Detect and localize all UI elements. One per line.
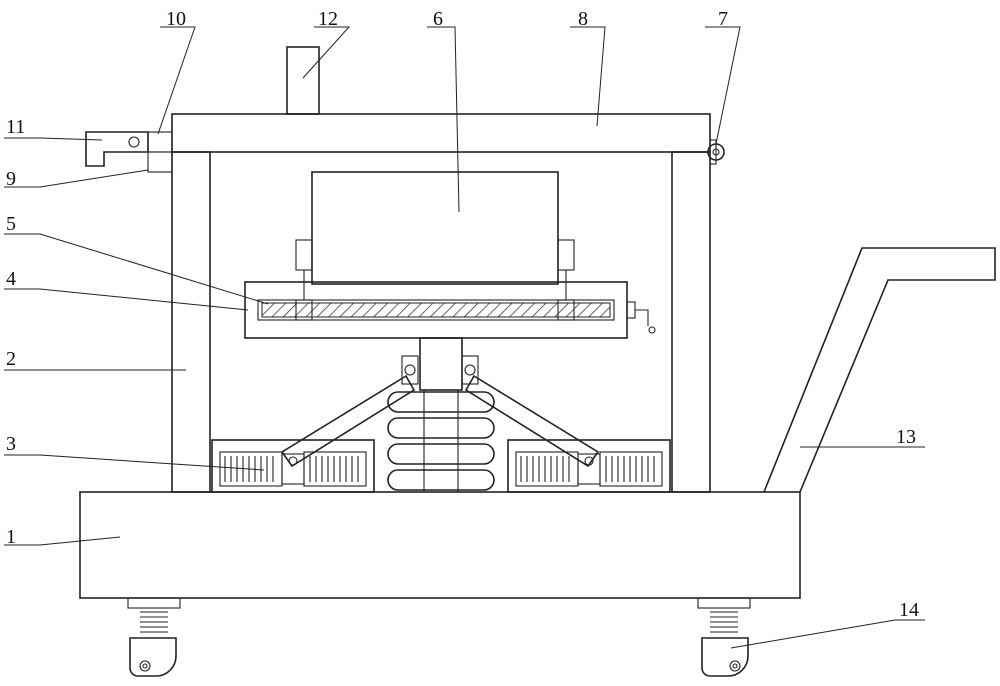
label-8: 8 — [578, 8, 588, 30]
latch-assembly — [85, 131, 173, 173]
leader-lines — [4, 26, 925, 649]
label-3: 3 — [6, 433, 16, 455]
tray — [244, 281, 628, 339]
caster-wheel-right — [697, 597, 751, 677]
label-11: 11 — [6, 116, 25, 138]
top-beam — [171, 113, 711, 153]
base-platform — [79, 491, 801, 599]
label-12: 12 — [318, 8, 338, 30]
frame-uprights — [171, 151, 711, 493]
label-14: 14 — [899, 599, 919, 621]
label-6: 6 — [433, 8, 443, 30]
push-handle — [763, 247, 996, 493]
label-13: 13 — [896, 426, 916, 448]
crank-handle — [626, 301, 656, 334]
linkage-arms — [280, 374, 600, 468]
label-1: 1 — [6, 526, 16, 548]
caster-wheel-left — [127, 597, 181, 677]
label-9: 9 — [6, 168, 16, 190]
part-numbers: 1 2 3 4 5 6 7 8 9 10 11 12 13 14 — [6, 8, 919, 621]
top-post — [286, 46, 320, 115]
center-spring — [387, 390, 495, 492]
center-column — [401, 337, 479, 391]
damper-right — [507, 439, 671, 493]
label-5: 5 — [6, 213, 16, 235]
container-box — [311, 171, 559, 285]
label-7: 7 — [718, 8, 728, 30]
label-2: 2 — [6, 348, 16, 370]
damper-left — [211, 439, 375, 493]
label-10: 10 — [166, 8, 186, 30]
clamps — [295, 239, 575, 321]
label-4: 4 — [6, 268, 16, 290]
